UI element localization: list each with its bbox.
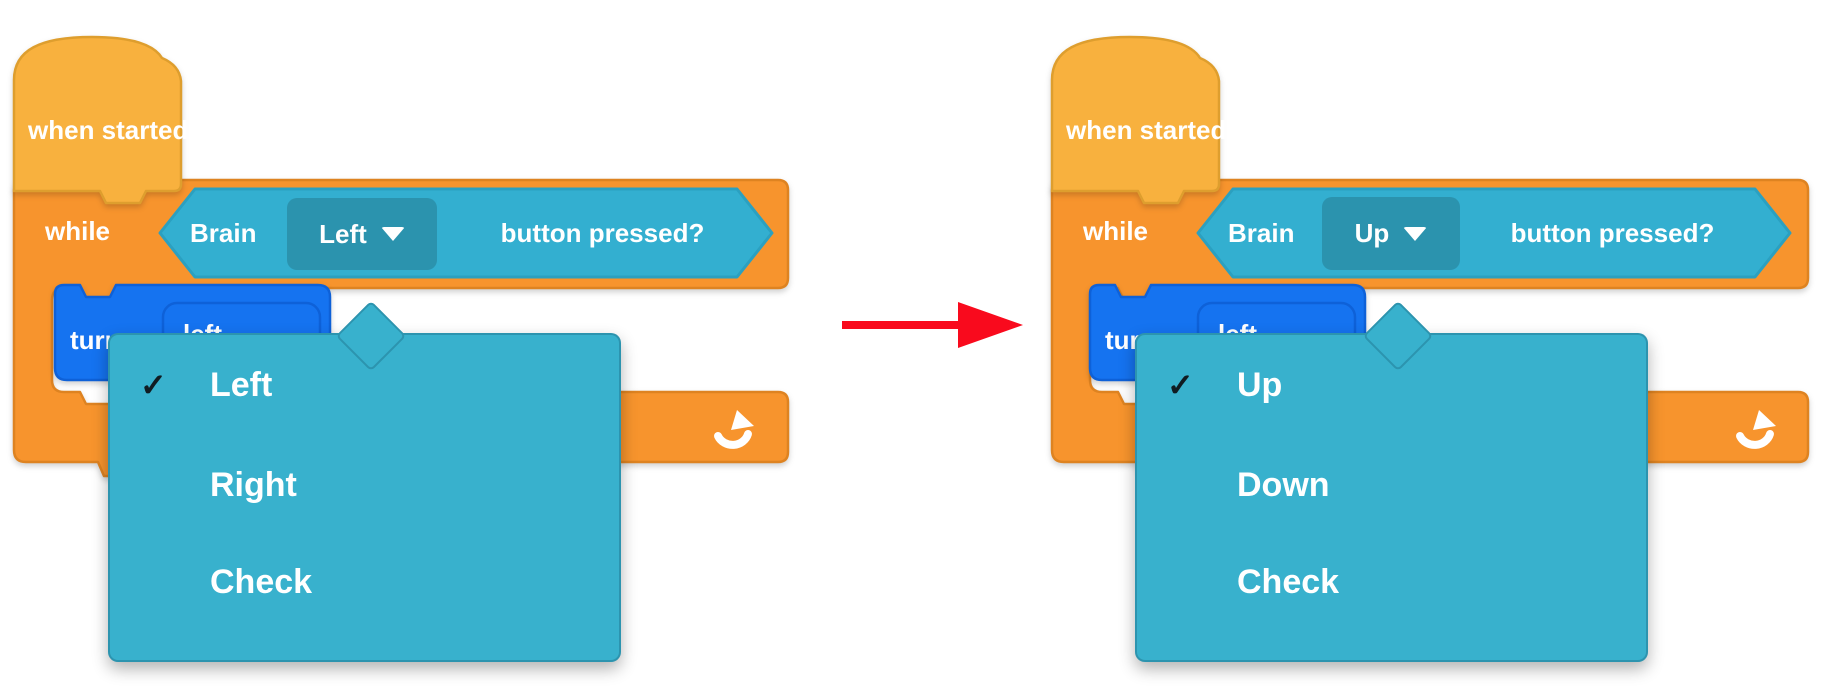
menu-item-check[interactable]: Check xyxy=(110,562,619,602)
after-condition-device-label: Brain xyxy=(1228,218,1295,248)
menu-item-right[interactable]: Right xyxy=(110,465,619,505)
before-button-dropdown[interactable]: Left xyxy=(287,198,437,270)
after-button-dropdown-value: Up xyxy=(1354,218,1390,248)
check-icon: ✓ xyxy=(140,367,167,403)
before-hat-label: when started xyxy=(28,115,189,145)
after-dropdown-menu: ✓ Up Down Check xyxy=(1135,300,1648,662)
before-while-label: while xyxy=(45,216,111,246)
check-icon: ✓ xyxy=(1167,367,1194,403)
menu-item-label: Check xyxy=(1237,563,1340,601)
chevron-down-icon xyxy=(380,227,405,241)
menu-item-label: Up xyxy=(1237,366,1283,404)
after-condition-suffix-label: button pressed? xyxy=(1510,218,1715,248)
chevron-down-icon xyxy=(1403,226,1428,241)
before-repeat-arrow-icon xyxy=(714,410,754,449)
menu-item-label: Right xyxy=(210,466,297,504)
before-hat-block[interactable] xyxy=(12,35,183,205)
menu-item-label: Down xyxy=(1237,466,1330,504)
after-while-label: while xyxy=(1083,216,1149,246)
menu-item-up[interactable]: ✓ Up xyxy=(1137,365,1646,405)
after-button-dropdown[interactable]: Up xyxy=(1322,197,1460,270)
after-repeat-arrow-icon xyxy=(1736,410,1776,449)
before-condition-device-label: Brain xyxy=(190,218,257,248)
menu-item-label: Check xyxy=(210,563,313,601)
menu-item-label: Left xyxy=(210,366,273,404)
menu-item-check[interactable]: Check xyxy=(1137,562,1646,602)
menu-item-down[interactable]: Down xyxy=(1137,465,1646,505)
before-dropdown-menu: ✓ Left Right Check xyxy=(108,300,621,662)
after-hat-block[interactable] xyxy=(1050,35,1221,205)
menu-item-left[interactable]: ✓ Left xyxy=(110,365,619,405)
before-condition-suffix-label: button pressed? xyxy=(500,218,705,248)
red-right-arrow-icon xyxy=(842,302,1023,348)
after-hat-label: when started xyxy=(1066,115,1227,145)
before-button-dropdown-value: Left xyxy=(319,218,367,249)
